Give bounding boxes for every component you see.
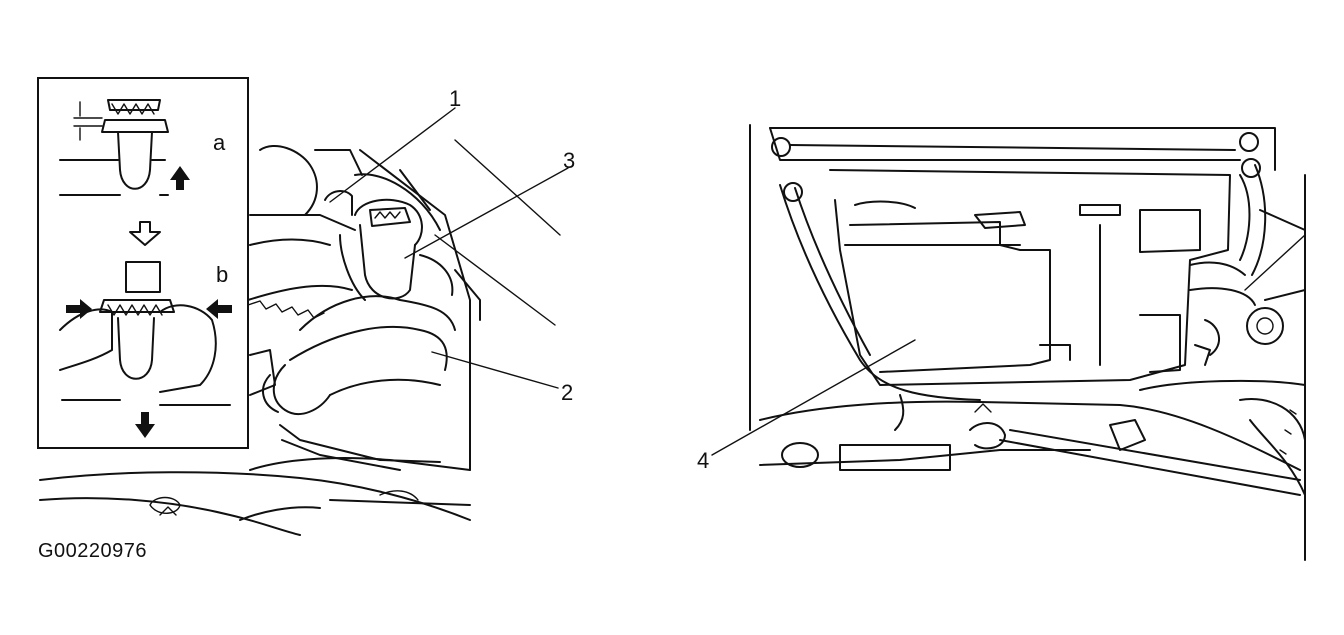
left-engine-view	[39, 145, 481, 536]
step-transition-arrow	[129, 221, 161, 246]
callout-2-label: 2	[561, 380, 573, 405]
callout-1-label: 1	[449, 86, 461, 111]
right-engine-view	[749, 124, 1306, 561]
clip-removal-inset: a b	[37, 77, 249, 449]
inset-step-a-illustration	[59, 99, 190, 196]
right-callout-leaders	[711, 234, 1306, 456]
left-callout-leaders	[329, 107, 569, 389]
callout-4-label: 4	[697, 448, 709, 473]
inset-step-b-label: b	[216, 262, 228, 287]
figure-code: G00220976	[38, 540, 148, 562]
callout-3-label: 3	[563, 148, 575, 173]
inset-step-a-label: a	[213, 130, 226, 155]
inset-step-b-illustration	[59, 261, 232, 438]
